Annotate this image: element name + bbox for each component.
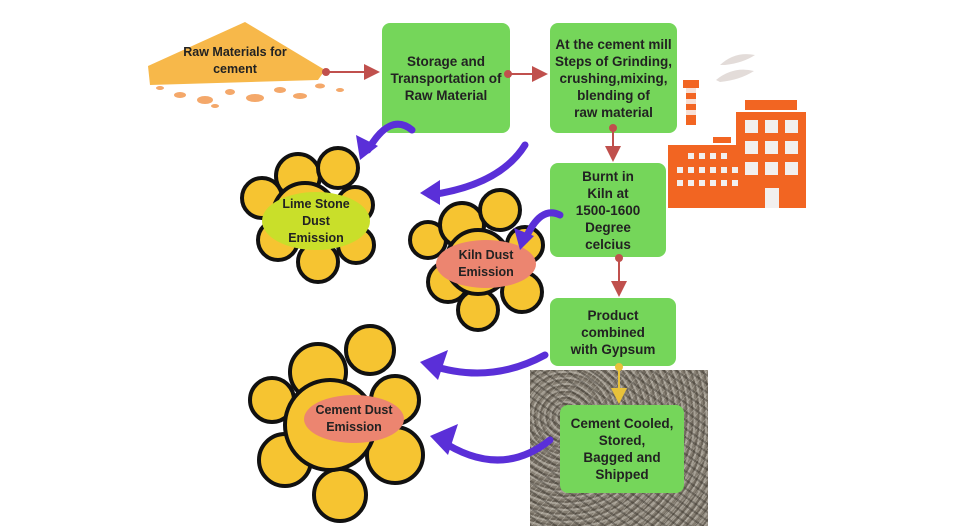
emission-arrow-mill	[426, 141, 529, 199]
sand-pile-shape	[148, 22, 325, 85]
step-gypsum: Product combined with Gypsum	[550, 298, 676, 366]
kiln-dust-emission-label: Kiln Dust Emission	[436, 240, 536, 288]
step-cooled-label: Cement Cooled, Stored, Bagged and Shippe…	[570, 416, 674, 482]
emission-arrow-cooled	[436, 436, 554, 464]
cement-dust-emission-label: Cement Dust Emission	[304, 395, 404, 443]
step-cooled-stored-shipped: Cement Cooled, Stored, Bagged and Shippe…	[560, 405, 684, 493]
limestone-dust-emission-label: Lime Stone Dust Emission	[262, 192, 370, 250]
step-cement-mill: At the cement mill Steps of Grinding, cr…	[550, 23, 677, 133]
step-storage-label: Storage and Transportation of Raw Materi…	[390, 53, 502, 103]
step-mill-label: At the cement mill Steps of Grinding, cr…	[555, 36, 672, 120]
step-kiln: Burnt in Kiln at 1500-1600 Degree celciu…	[550, 163, 666, 257]
emission-arrow-gypsum-1	[426, 351, 549, 377]
step-storage-transportation: Storage and Transportation of Raw Materi…	[382, 23, 510, 133]
step-kiln-label: Burnt in Kiln at 1500-1600 Degree celciu…	[575, 168, 641, 252]
raw-materials-label: Raw Materials for cement	[183, 45, 287, 76]
step-gypsum-label: Product combined with Gypsum	[570, 307, 656, 357]
scattered-grains	[156, 83, 344, 108]
